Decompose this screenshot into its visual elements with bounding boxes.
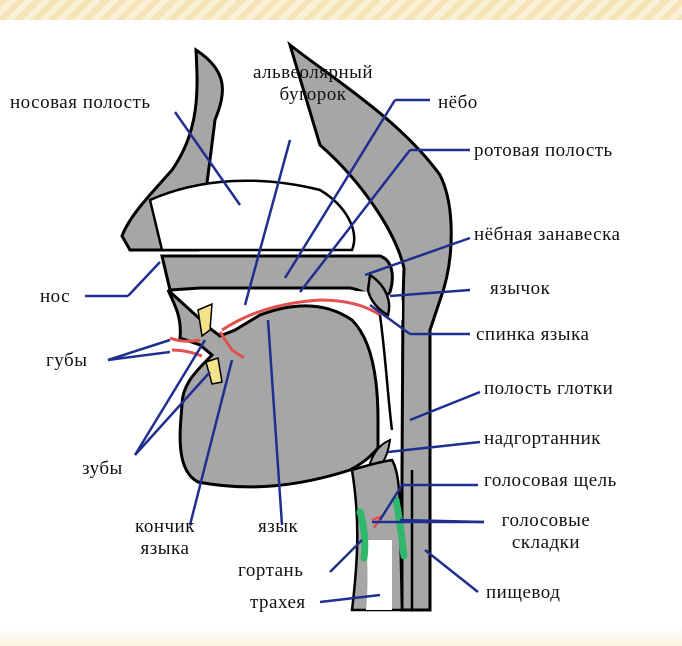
label-vocal-folds-line2: складки xyxy=(476,532,616,554)
label-nose: нос xyxy=(40,286,70,308)
label-glottis: голосовая щель xyxy=(484,470,617,492)
leader-esophagus xyxy=(425,550,478,592)
label-tongue-tip-line1: кончик xyxy=(110,516,220,538)
label-palate: нёбо xyxy=(438,92,478,114)
label-teeth: зубы xyxy=(82,458,123,480)
pharynx-front-wall xyxy=(380,315,392,430)
label-vocal-folds-line1: голосовые xyxy=(476,510,616,532)
label-velum: нёбная занавеска xyxy=(474,224,620,246)
leader-nose xyxy=(128,262,160,296)
label-esophagus: пищевод xyxy=(486,582,560,604)
label-alveolar-ridge-line2: бугорок xyxy=(228,84,398,106)
label-uvula: язычок xyxy=(490,278,550,300)
label-larynx: гортань xyxy=(238,560,303,582)
label-trachea: трахея xyxy=(250,592,306,614)
label-alveolar-ridge-line1: альвеолярный xyxy=(228,62,398,84)
label-oral-cavity: ротовая полость xyxy=(474,140,613,162)
label-epiglottis: надгортанник xyxy=(484,428,601,450)
label-nasal-cavity: носовая полость xyxy=(10,92,151,114)
label-tongue-back: спинка языка xyxy=(476,324,589,346)
label-pharynx: полость глотки xyxy=(484,378,613,400)
label-lips: губы xyxy=(46,350,87,372)
label-tongue: язык xyxy=(258,516,298,538)
trachea-lumen xyxy=(366,540,392,610)
label-tongue-tip-line2: языка xyxy=(110,538,220,560)
